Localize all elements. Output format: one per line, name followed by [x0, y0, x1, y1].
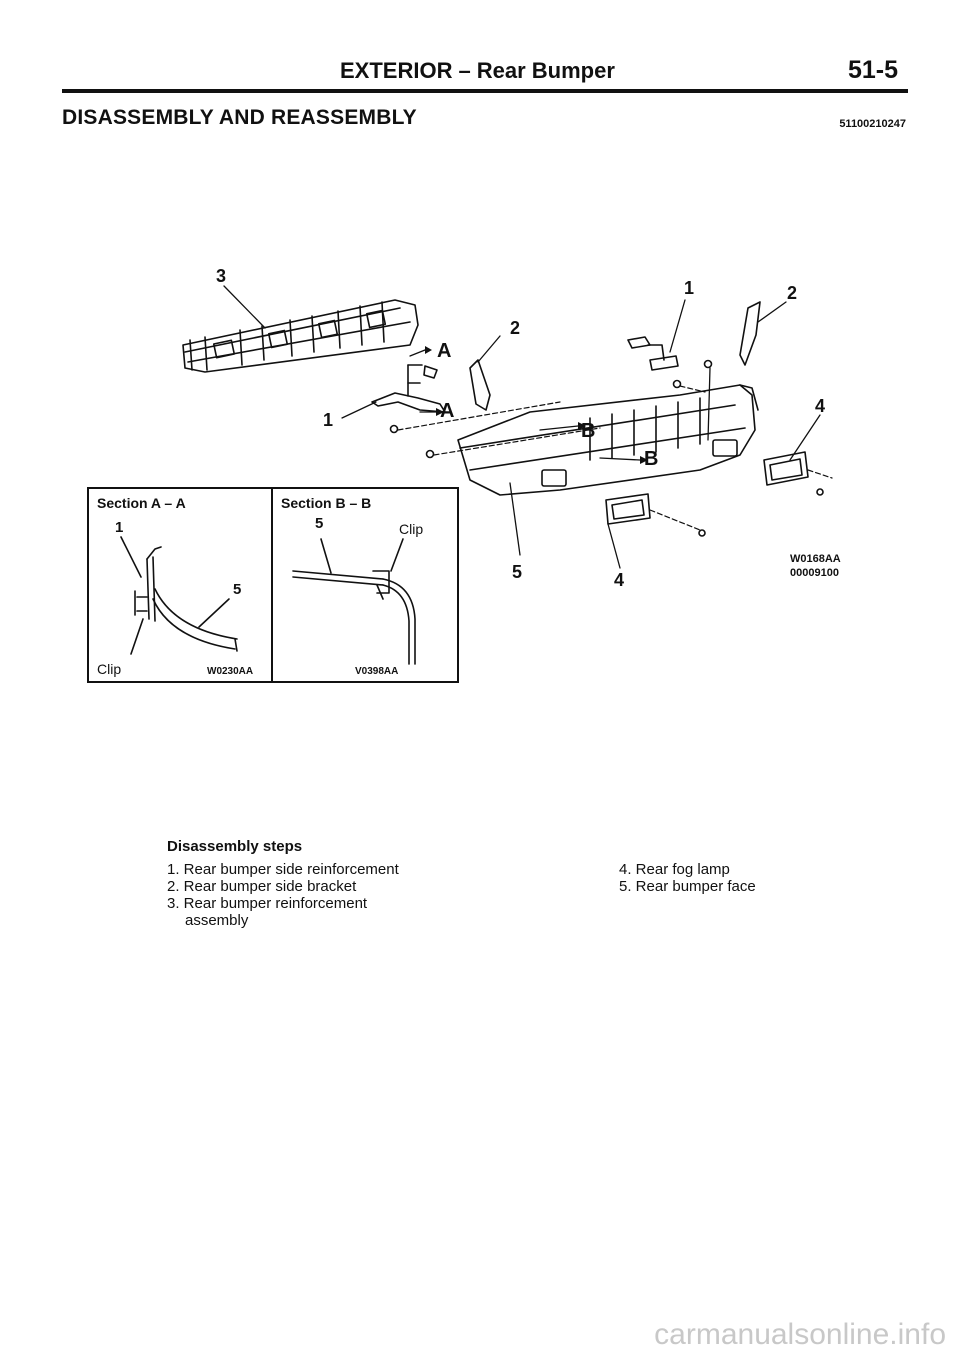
figure-code: W0168AA — [790, 553, 841, 565]
page-header-title: EXTERIOR–Rear Bumper — [340, 58, 615, 84]
callout-1-left: 1 — [323, 410, 334, 430]
section-a-label-1: 1 — [115, 519, 124, 536]
section-b-code: V0398AA — [355, 666, 399, 677]
step-item-continuation: assembly — [185, 912, 249, 929]
page-number: 51-5 — [847, 56, 898, 84]
bumper-face-drawing — [457, 384, 759, 496]
section-b-title: Section B – B — [281, 495, 372, 511]
callout-1-right: 1 — [684, 278, 695, 298]
section-a-label-5: 5 — [233, 581, 242, 598]
page-title: DISASSEMBLY AND REASSEMBLY — [62, 106, 417, 129]
step-item: 5. Rear bumper face — [619, 878, 756, 895]
step-item: 3. Rear bumper reinforcement — [167, 895, 368, 912]
watermark: carmanualsonline.info — [654, 1318, 946, 1351]
section-letter-a-upper: A — [437, 340, 452, 362]
section-b-label-5: 5 — [315, 515, 324, 532]
callout-2-mid: 2 — [510, 318, 521, 338]
callout-4-bottom: 4 — [614, 570, 625, 590]
section-b-clip-label: Clip — [399, 521, 424, 537]
document-number: 51100210247 — [839, 118, 906, 130]
disassembly-steps-title: Disassembly steps — [167, 838, 303, 855]
section-a-title: Section A – A — [97, 495, 186, 511]
side-reinforcement-left-drawing — [371, 364, 446, 413]
header-rule — [62, 89, 908, 93]
section-a-panel: Section A – A 1 5 Clip W0230AA — [87, 487, 273, 683]
section-a-clip-label: Clip — [97, 661, 122, 677]
callout-4-right: 4 — [815, 396, 826, 416]
side-bracket-mid-drawing — [469, 359, 491, 411]
step-item: 4. Rear fog lamp — [619, 861, 730, 878]
callout-2-right: 2 — [787, 283, 798, 303]
fog-lamp-lower-drawing — [605, 493, 651, 525]
section-b-panel: Section B – B 5 Clip V0398AA — [271, 487, 459, 683]
section-letter-b-upper: B — [581, 420, 596, 442]
callout-3: 3 — [216, 266, 227, 286]
section-letter-b-lower: B — [644, 448, 659, 470]
side-bracket-right-drawing — [739, 301, 761, 366]
section-a-code: W0230AA — [207, 666, 254, 677]
figure-code-secondary: 00009100 — [790, 567, 839, 579]
header-section: EXTERIOR — [340, 58, 453, 83]
section-a-drawing — [120, 536, 238, 655]
section-b-drawing — [292, 538, 416, 665]
step-item: 1. Rear bumper side reinforcement — [167, 861, 399, 878]
header-subsection: Rear Bumper — [476, 58, 615, 83]
side-reinforcement-right-drawing — [627, 336, 679, 371]
reinforcement-assembly-drawing — [182, 299, 419, 373]
callout-5-bottom: 5 — [512, 562, 523, 582]
fog-lamp-right-drawing — [763, 451, 809, 486]
step-item: 2. Rear bumper side bracket — [167, 878, 357, 895]
section-letter-a-lower: A — [440, 400, 455, 422]
header-separator: – — [458, 58, 471, 83]
